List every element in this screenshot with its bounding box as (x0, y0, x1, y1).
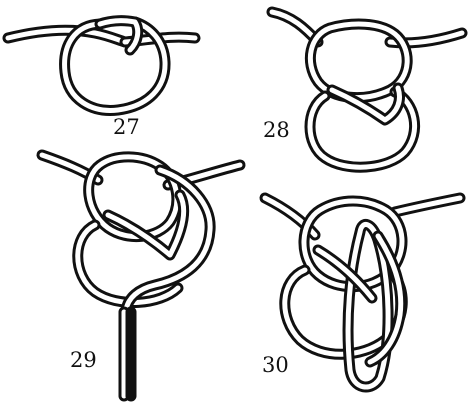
figure-27-knot (8, 21, 195, 111)
figure-30-knot (265, 198, 460, 387)
figure-29-label: 29 (70, 350, 97, 371)
figure-30-label: 30 (262, 355, 289, 376)
figure-27-label: 27 (113, 117, 140, 138)
figure-28-knot (272, 12, 462, 167)
figure-28-label: 28 (263, 120, 290, 141)
